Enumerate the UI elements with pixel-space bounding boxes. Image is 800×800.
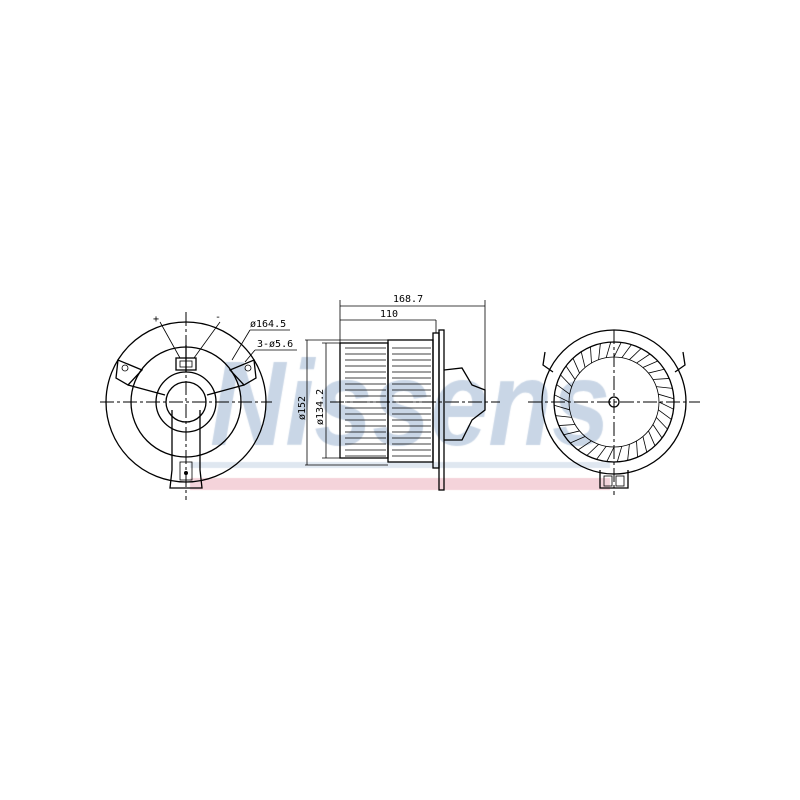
fan-blade — [606, 446, 615, 462]
fan-blade — [605, 341, 612, 358]
label-wheel-length: 110 — [380, 309, 398, 320]
fan-blade — [563, 430, 580, 436]
fan-blade — [572, 358, 580, 374]
fan-blade — [616, 446, 623, 463]
label-housing-diameter: ø152 — [297, 396, 308, 420]
fan-blade — [580, 351, 586, 368]
fan-blade — [658, 393, 675, 400]
fan-blade — [590, 346, 592, 364]
fan-blade — [636, 353, 651, 364]
fan-blade — [598, 343, 601, 360]
fan-blade — [636, 440, 638, 458]
fan-blade — [558, 424, 576, 426]
label-plus: + — [153, 314, 159, 325]
fan-blade — [577, 440, 592, 451]
fan-blade — [648, 368, 665, 374]
fan-blade — [658, 409, 672, 420]
fan-blade — [629, 348, 642, 361]
fan-blade — [627, 444, 630, 461]
fan-blade — [565, 365, 576, 380]
fan-blade — [553, 404, 570, 411]
fan-blade — [613, 342, 622, 358]
side-view — [305, 300, 500, 491]
rear-view — [528, 329, 700, 495]
fan-blade — [648, 430, 656, 446]
fan-blade — [596, 446, 607, 460]
label-holes: 3-ø5.6 — [257, 339, 293, 350]
fan-blade — [556, 384, 570, 395]
front-view — [100, 312, 297, 500]
fan-blade — [652, 424, 663, 439]
fan-blade — [642, 436, 648, 453]
fan-blade — [621, 344, 632, 358]
fan-blade — [658, 401, 674, 410]
fan-blade — [656, 386, 673, 389]
label-minus: - — [215, 312, 221, 323]
fan-blade — [586, 443, 599, 456]
fan-blade — [554, 394, 570, 403]
fan-blade — [652, 378, 670, 380]
fan-blade — [642, 360, 658, 368]
fan-blade — [570, 436, 586, 444]
label-overall-length: 168.7 — [393, 294, 423, 305]
fan-blade — [560, 374, 573, 387]
fan-blade — [655, 417, 668, 430]
label-wheel-diameter: ø134.2 — [315, 389, 326, 425]
fan-blade — [555, 415, 572, 418]
label-outer-diameter: ø164.5 — [250, 319, 286, 330]
